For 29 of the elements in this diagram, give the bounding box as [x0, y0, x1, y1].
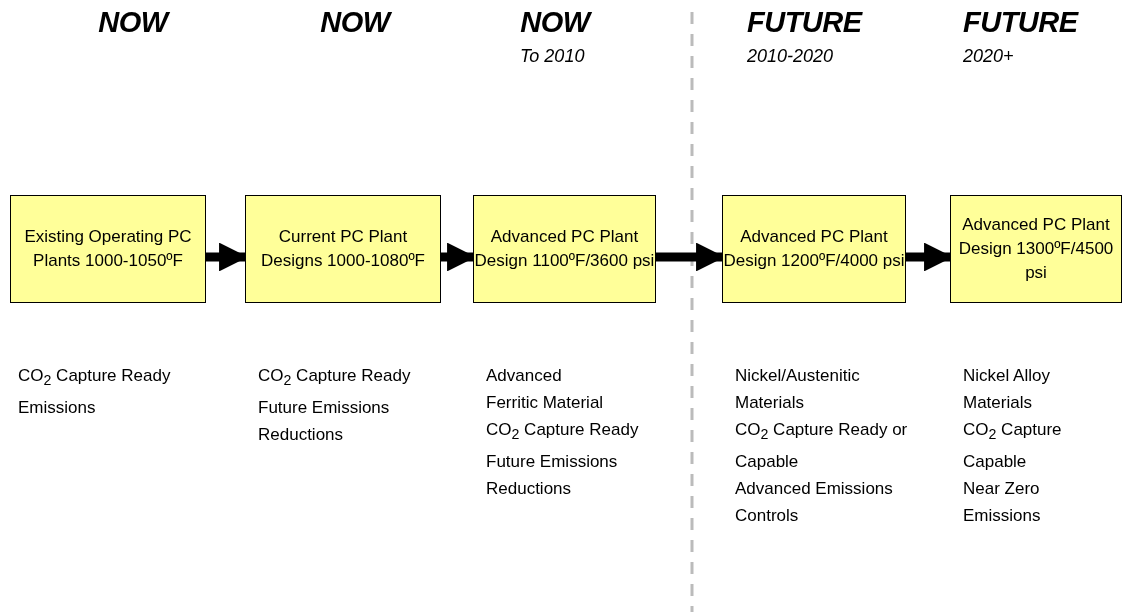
description-text: CO$_{2}$ Capture Ready Emissions: [18, 365, 172, 420]
description-text: Future Emissions Reductions: [486, 451, 619, 501]
box-label: Existing Operating PC Plants 1000-1050ºF: [23, 226, 193, 272]
period-years: 2010-2020: [747, 46, 834, 67]
description-text: CO$_{2}$ Capture Ready or Capable: [735, 419, 909, 474]
process-box: [950, 195, 1122, 303]
description-text: Nickel/Austenitic Materials: [735, 365, 861, 414]
description-text: Advanced Emissions Controls: [735, 478, 894, 528]
box-label: Advanced PC Plant Design 1200ºF/4000 psi: [723, 226, 905, 272]
period-heading: NOW: [320, 6, 390, 39]
period-years: To 2010: [520, 46, 585, 67]
process-box: [245, 195, 441, 303]
description-text: CO$_{2}$ Capture Ready Future Emissions Reductions: [258, 365, 412, 447]
period-heading: NOW: [98, 6, 168, 39]
period-years: 2020+: [963, 46, 1014, 67]
period-heading: FUTURE: [963, 6, 1078, 39]
process-box: [10, 195, 206, 303]
description-text: Advanced Ferritic Material: [486, 365, 605, 414]
description-text: CO$_{2}$ Capture Capable: [963, 419, 1063, 474]
process-box: [473, 195, 656, 303]
box-label: Advanced PC Plant Design 1300ºF/4500 psi: [957, 214, 1115, 284]
description-text: Near Zero Emissions: [963, 478, 1042, 528]
description-text: CO$_{2}$ Capture Ready: [486, 419, 639, 445]
box-label: Current PC Plant Designs 1000-1080ºF: [259, 226, 426, 272]
description-text: Nickel Alloy Materials: [963, 365, 1051, 414]
box-label: Advanced PC Plant Design 1100ºF/3600 psi: [474, 226, 655, 272]
period-heading: FUTURE: [747, 6, 862, 39]
process-box: [722, 195, 906, 303]
period-heading: NOW: [520, 6, 590, 39]
